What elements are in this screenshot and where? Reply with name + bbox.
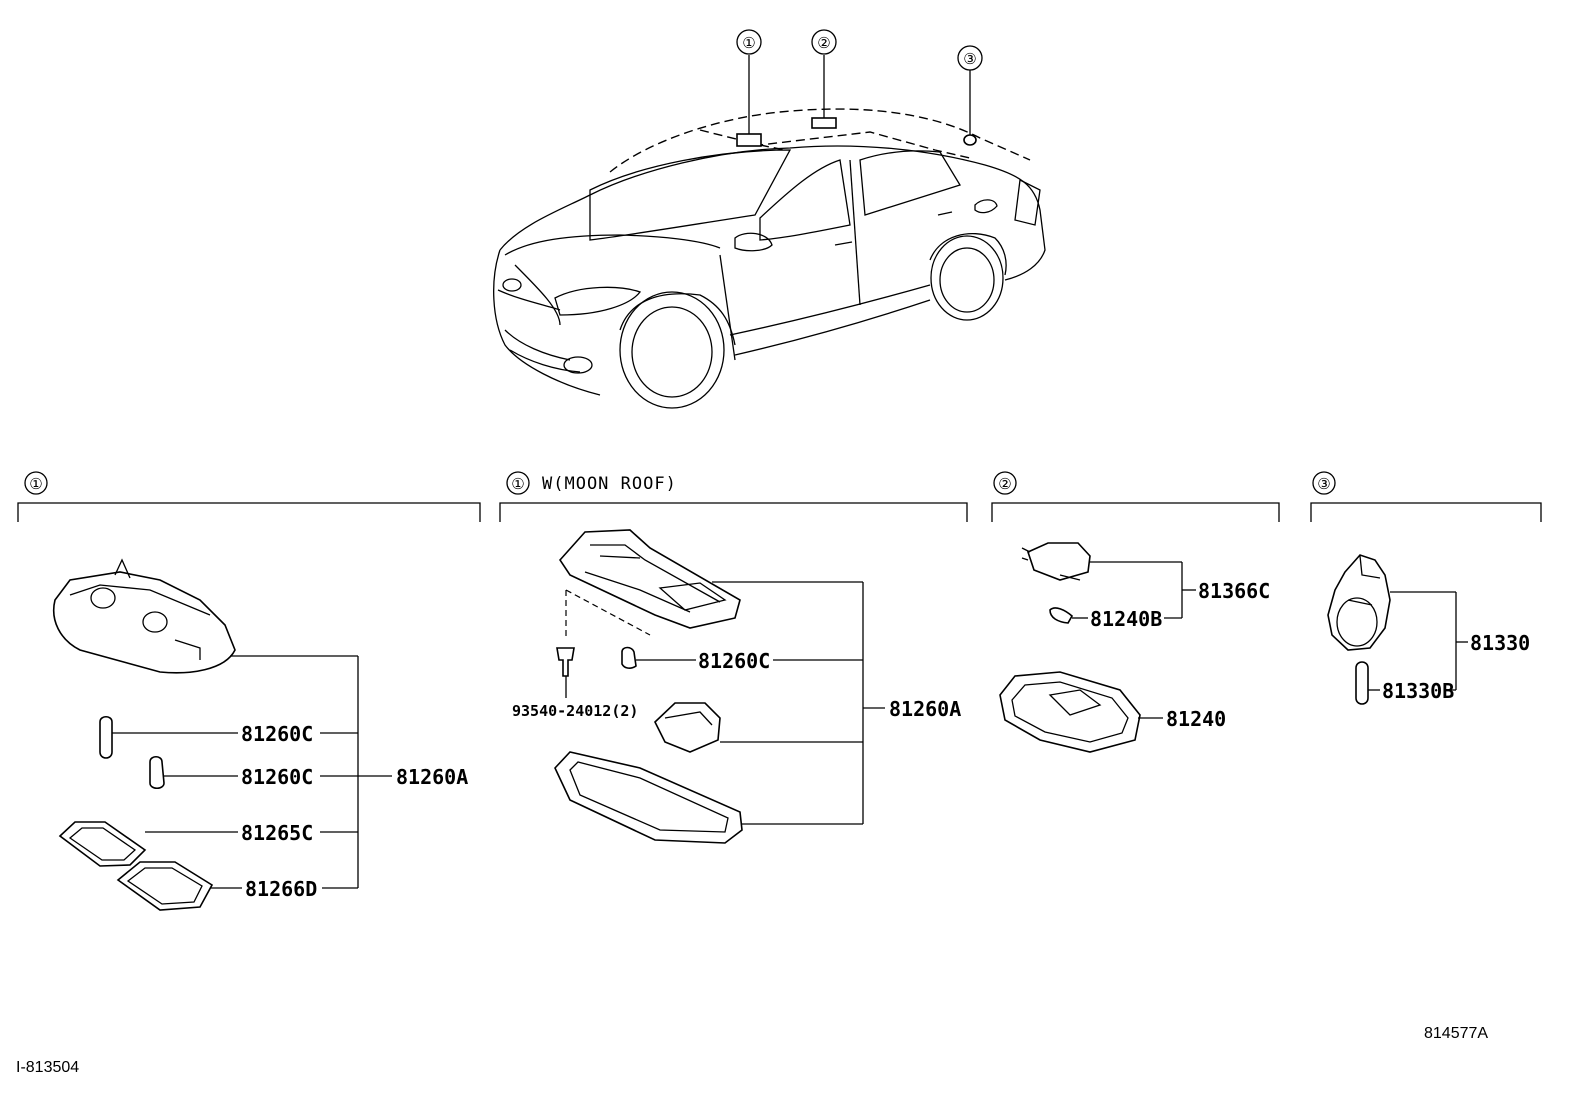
part-number: 81330B (1382, 679, 1454, 703)
section-3-console-lamp: 81366C 81240B 81240 (999, 542, 1270, 753)
bulb-icon (621, 646, 637, 669)
assembly-number: 81260A (889, 697, 961, 721)
part-number: 81260C (241, 765, 313, 789)
marker-2-location (811, 117, 837, 129)
section-2-title: W(MOON ROOF) (542, 474, 677, 494)
callout-circle-1 (736, 29, 762, 55)
illustration-code: I-813504 (16, 1059, 79, 1076)
section-2-marker: ① (511, 476, 524, 493)
part-number: 81265C (241, 821, 313, 845)
diagram-code: 814577A (1424, 1025, 1488, 1042)
car-marker-1: ① (742, 35, 755, 52)
bulb-icon (99, 715, 113, 759)
lamp-frame-icon (554, 751, 743, 844)
part-number: 93540-24012(2) (512, 702, 638, 720)
section-4-marker: ③ (1317, 476, 1330, 493)
marker-3-location (963, 134, 977, 146)
part-number: 81260C (241, 722, 313, 746)
section-1-dome-lamp: 81260C 81260C 81265C 81266D 81260A (53, 558, 468, 911)
part-number: 81366C (1198, 579, 1270, 603)
lens-icon (116, 861, 214, 911)
lamp-cover-icon (999, 671, 1141, 753)
lens-icon (58, 821, 147, 867)
section-4-luggage-lamp: 81330 81330B (1327, 554, 1530, 705)
section-3-marker: ② (998, 476, 1011, 493)
callout-circle-3 (957, 45, 983, 71)
marker-1-location (736, 133, 762, 147)
section-1-marker: ① (29, 476, 42, 493)
connector-icon (1027, 542, 1091, 581)
dome-lamp-housing (53, 571, 236, 674)
part-number: 81240 (1166, 707, 1226, 731)
section-headers: ① ① W(MOON ROOF) ② ③ (17, 471, 1542, 522)
part-number: 81240B (1090, 607, 1162, 631)
bulb-icon (1355, 661, 1369, 705)
car-illustration: ① ② ③ (493, 29, 1046, 409)
switch-icon (654, 702, 721, 753)
bulb-icon (1049, 607, 1074, 624)
part-number: 81330 (1470, 631, 1530, 655)
part-number: 81260C (698, 649, 770, 673)
bulb-icon (149, 755, 165, 790)
car-marker-3: ③ (963, 51, 976, 68)
car-marker-2: ② (817, 35, 830, 52)
screw-icon (556, 647, 575, 677)
moon-roof-lamp-housing (558, 529, 741, 629)
assembly-number: 81260A (396, 765, 468, 789)
part-number: 81266D (245, 877, 317, 901)
callout-circle-2 (811, 29, 837, 55)
section-2-moon-roof-lamp: 81260C 93540-24012(2) 81260A (512, 529, 961, 844)
